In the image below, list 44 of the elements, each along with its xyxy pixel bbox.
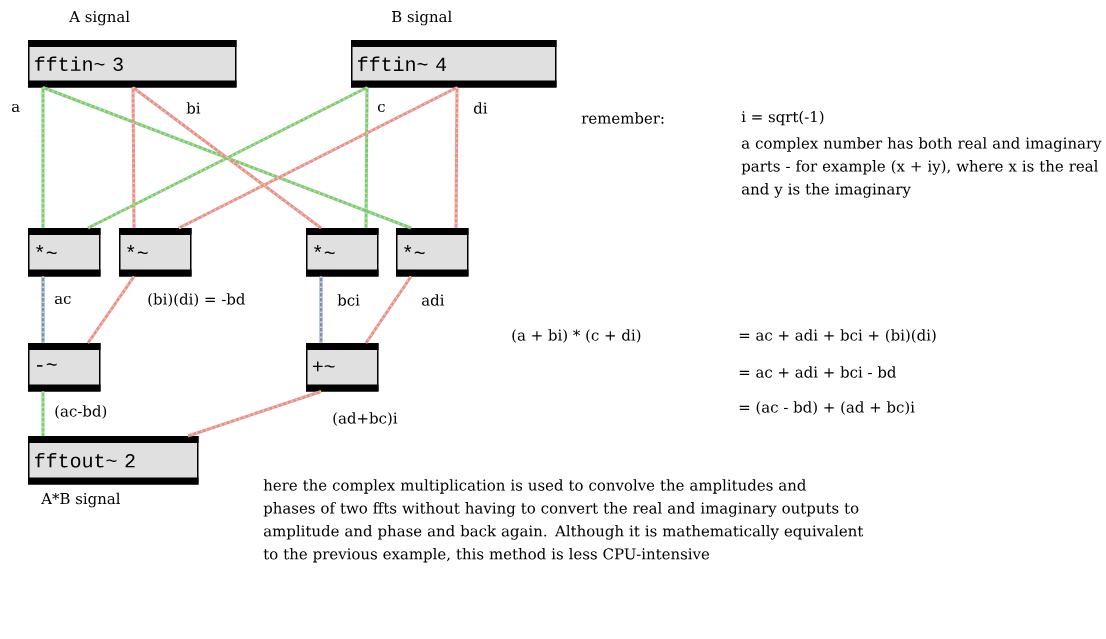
object-box: fftin~ 3: [28, 40, 237, 88]
signal-label: (bi)(di) = -bd: [148, 293, 245, 307]
object-box: fftin~ 4: [351, 40, 557, 88]
comment-text: remember:: [581, 112, 664, 124]
patch-cord: [364, 86, 369, 229]
patch-cord: [41, 275, 45, 344]
signal-label: adi: [421, 294, 445, 306]
signal-label: (ac-bd): [55, 405, 107, 419]
comment-text: a complex number has both real and imaginary parts - for example (x + iy), where x is the real and y is the imaginary: [741, 137, 1102, 198]
patch-cord: [132, 86, 322, 230]
patch-cord: [131, 86, 136, 229]
patch-cord: [454, 86, 459, 229]
patch-cord: [42, 86, 412, 230]
patch-cord: [86, 275, 136, 344]
outlet-label: bi: [186, 102, 201, 114]
object-box: *~: [28, 228, 101, 277]
equation-text: (a + bi) * (c + di): [512, 329, 641, 343]
comment-text: here the complex multiplication is used to convolve the amplitudes and phases of two ffts without having to convert the real and imaginary outputs to amplitude and phase and back again. Although it is mathematically equivalent to the previous example, this method is less CPU-intensive: [263, 479, 864, 563]
object-box: *~: [119, 228, 192, 277]
patch-cord: [41, 86, 45, 229]
signal-label: (ad+bc)i: [333, 412, 398, 426]
equation-text: i = sqrt(-1): [741, 110, 824, 126]
object-box: *~: [396, 228, 469, 277]
equation-text: = ac + adi + bci - bd: [739, 366, 896, 378]
outlet-label: di: [473, 102, 488, 114]
patch-cord: [41, 390, 45, 437]
signal-caption: B signal: [392, 10, 452, 26]
patch-cord: [87, 86, 368, 230]
signal-label: bci: [337, 294, 360, 306]
equation-text: = ac + adi + bci + (bi)(di): [739, 329, 936, 343]
signal-caption: A*B signal: [41, 492, 121, 508]
signal-label: ac: [54, 295, 71, 305]
signal-caption: A signal: [69, 10, 130, 26]
object-box: -~: [28, 343, 101, 392]
object-box: fftout~ 2: [28, 436, 199, 485]
outlet-label: a: [11, 103, 20, 113]
outlet-label: c: [377, 103, 385, 113]
patch-cord: [319, 275, 323, 344]
object-box: +~: [306, 343, 379, 392]
patch-cord: [178, 86, 458, 230]
equation-text: = (ac - bd) + (ad + bc)i: [739, 401, 915, 415]
patch-cord: [364, 275, 413, 344]
object-box: *~: [306, 228, 379, 277]
patch-cord: [187, 390, 322, 438]
